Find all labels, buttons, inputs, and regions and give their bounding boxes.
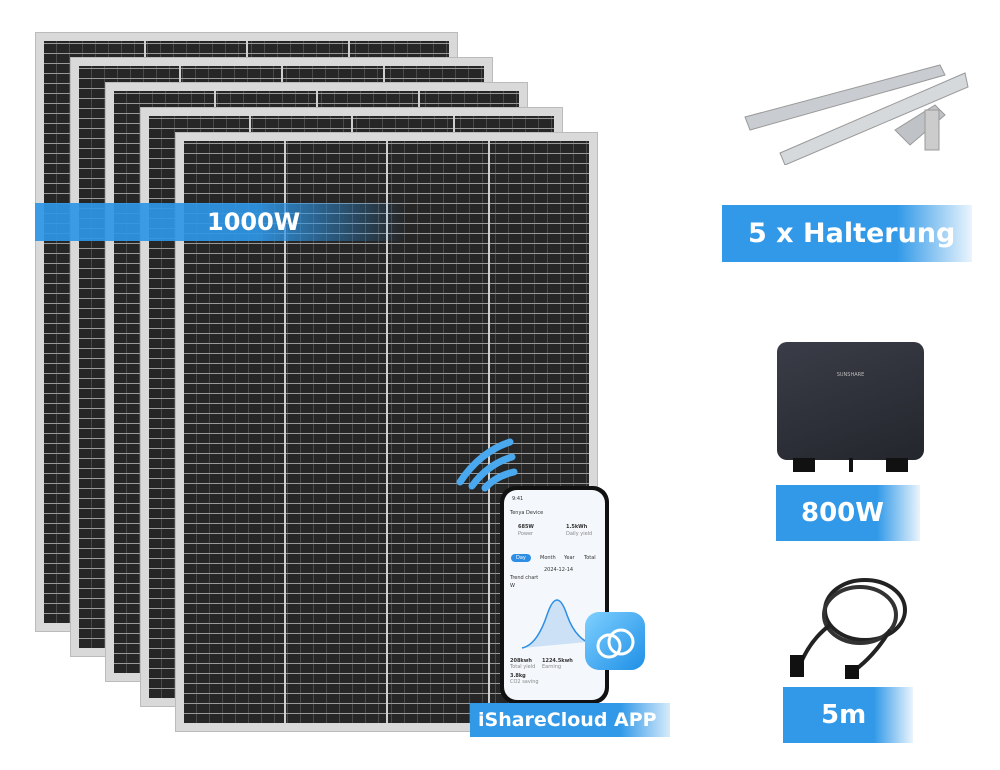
- power-label: Power: [518, 531, 534, 537]
- inverter-brand: SUNSHARE: [836, 372, 865, 378]
- tab-total: Total: [584, 555, 596, 561]
- stat-label: Total yield: [510, 664, 536, 670]
- power-value: 685W: [518, 524, 534, 530]
- inverter-image: SUNSHARE: [777, 342, 924, 460]
- mounts-label: 5 x Halterung: [722, 205, 972, 262]
- stat-value: 208kwh: [510, 658, 532, 664]
- tab-day: Day: [511, 554, 531, 562]
- stat-value: 1224.5kwh: [542, 658, 573, 664]
- energy-value: 1.5kWh: [566, 524, 588, 530]
- phone-app-screenshot: 9:41 Tenya Device 685W Power 1.5kWh Dail…: [500, 486, 609, 704]
- app-icon: [585, 612, 645, 670]
- tab-year: Year: [564, 555, 575, 561]
- energy-label: Daily yield: [566, 531, 593, 537]
- chart-date: 2024-12-14: [544, 567, 574, 573]
- chart-title: Trend chart: [510, 575, 539, 581]
- wifi-icon: [456, 438, 518, 492]
- stat-label: CO2 saving: [510, 679, 539, 685]
- app-label: iShareCloud APP: [470, 703, 670, 737]
- tab-month: Month: [540, 555, 556, 561]
- inverter-power-label: 800W: [776, 485, 920, 541]
- device-name: Tenya Device: [510, 510, 544, 516]
- mounting-bracket-image: [744, 64, 969, 165]
- phone-time: 9:41: [512, 496, 524, 502]
- cable-length-label: 5m: [783, 687, 913, 743]
- inverter-connectors: [793, 458, 908, 472]
- panels-power-label: 1000W: [35, 203, 405, 241]
- chart-unit: W: [510, 583, 515, 589]
- power-curve: [521, 599, 588, 649]
- stat-label: Earning: [542, 664, 562, 670]
- stat-value: 3.8kg: [510, 673, 526, 679]
- cable-image: [790, 578, 907, 679]
